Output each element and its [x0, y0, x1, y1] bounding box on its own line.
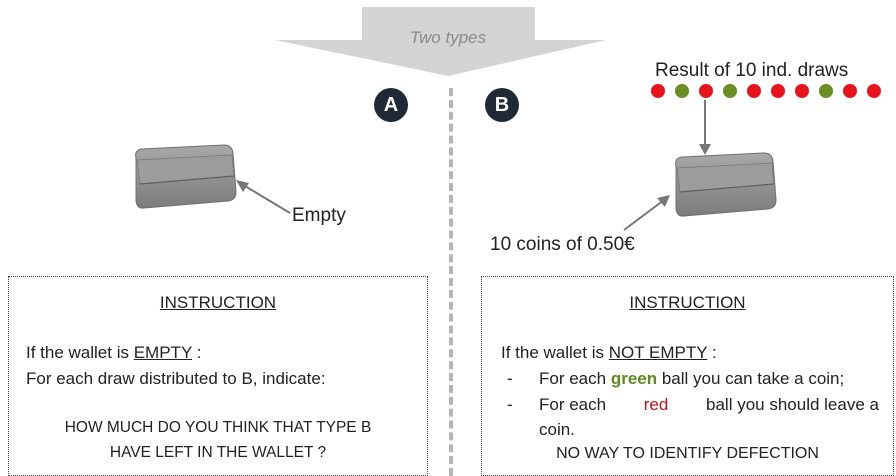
- instruction-b-line1-suffix: :: [707, 343, 717, 362]
- draw-ball: [723, 84, 737, 98]
- instruction-box-a: INSTRUCTION If the wallet is EMPTY : For…: [8, 276, 428, 476]
- instruction-b-line1-prefix: If the wallet is: [501, 343, 609, 362]
- instruction-title-a: INSTRUCTION: [159, 293, 277, 312]
- bullet-marker-2: -: [507, 395, 513, 414]
- draw-ball: [675, 84, 689, 98]
- instruction-box-b: INSTRUCTION If the wallet is NOT EMPTY :…: [481, 276, 894, 476]
- instruction-a-question-line1: HOW MUCH DO YOU THINK THAT TYPE B: [64, 419, 372, 436]
- bullet1-color-word: green: [610, 369, 658, 388]
- bullet2-color-word: red: [643, 395, 669, 414]
- banner-label: Two types: [409, 28, 487, 47]
- coins-label: 10 coins of 0.50€: [490, 234, 635, 255]
- instruction-a-line2: For each draw distributed to B, indicate…: [26, 369, 326, 388]
- bullet1-prefix: For each: [539, 369, 611, 388]
- instruction-b-bullet1: For each green ball you can take a coin;: [539, 369, 844, 389]
- coins-arrow: [623, 195, 670, 231]
- type-b-badge: B: [485, 88, 519, 122]
- instruction-b-line1: If the wallet is NOT EMPTY :: [501, 343, 717, 363]
- draws-label: Result of 10 ind. draws: [655, 60, 849, 81]
- instruction-a-line1: If the wallet is EMPTY :: [26, 343, 201, 363]
- draw-ball: [819, 84, 833, 98]
- two-types-banner-arrow: [275, 7, 606, 76]
- bullet2-prefix: For each: [539, 395, 611, 414]
- draw-ball: [843, 84, 857, 98]
- instruction-a-line1-emph: EMPTY: [133, 343, 192, 362]
- draw-ball: [771, 84, 785, 98]
- instruction-b-bullet2: For each red ball you should leave a: [539, 395, 879, 415]
- wallet-a-image: [135, 144, 237, 209]
- instruction-a-line1-prefix: If the wallet is: [26, 343, 134, 362]
- draws-row: [648, 84, 888, 102]
- instruction-b-footer: NO WAY TO IDENTIFY DEFECTION: [556, 445, 819, 462]
- instruction-title-b: INSTRUCTION: [629, 293, 746, 312]
- wallet-b-image: [675, 152, 777, 217]
- draw-ball: [795, 84, 809, 98]
- instruction-b-bullet2-cont: coin.: [539, 420, 575, 439]
- type-a-badge: A: [374, 88, 408, 122]
- instruction-b-line1-emph: NOT EMPTY: [608, 343, 708, 362]
- instruction-a-question-line2: HAVE LEFT IN THE WALLET ?: [109, 444, 327, 461]
- draw-ball: [699, 84, 713, 98]
- bullet2-suffix: ball you should leave a: [701, 395, 879, 414]
- instruction-a-line1-suffix: :: [191, 343, 202, 362]
- draw-ball: [651, 84, 665, 98]
- draw-ball: [867, 84, 881, 98]
- draws-arrow: [699, 100, 711, 155]
- center-divider: [449, 88, 453, 476]
- bullet1-suffix: ball you can take a coin;: [657, 369, 845, 388]
- draw-ball: [747, 84, 761, 98]
- bullet-marker-1: -: [507, 369, 513, 388]
- wallet-a-label: Empty: [292, 205, 346, 226]
- wallet-a-arrow: [236, 180, 291, 214]
